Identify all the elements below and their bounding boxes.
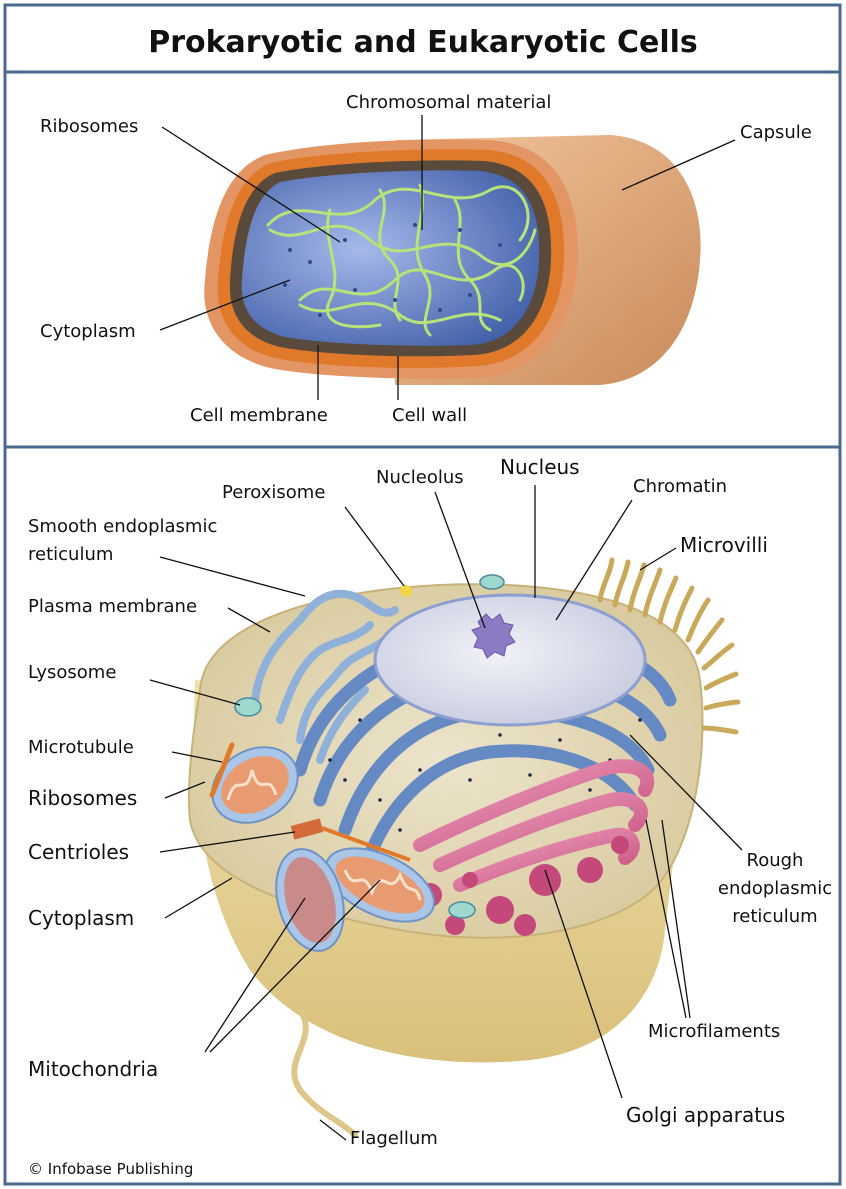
label-plasma-membrane: Plasma membrane xyxy=(28,596,197,617)
label-capsule: Capsule xyxy=(740,122,812,143)
label-rough-er-line1: Rough xyxy=(747,850,804,871)
prokaryote-cytoplasm-shape xyxy=(242,170,539,345)
label-smooth-er-line2: reticulum xyxy=(28,544,113,565)
label-smooth-er-line1: Smooth endoplasmic xyxy=(28,516,217,537)
vesicle-top xyxy=(480,575,504,589)
label-nucleolus: Nucleolus xyxy=(376,467,464,488)
label-mitochondria: Mitochondria xyxy=(28,1057,158,1081)
eukaryotic-cell xyxy=(189,560,738,1135)
leader-peroxisome xyxy=(345,507,404,586)
label-rough-er-line3: reticulum xyxy=(732,906,817,927)
label-microfilaments: Microfilaments xyxy=(648,1021,780,1042)
peroxisome-shape xyxy=(400,585,412,597)
label-cell-wall: Cell wall xyxy=(392,405,467,426)
leader-microvilli xyxy=(640,548,676,570)
publisher-credit: © Infobase Publishing xyxy=(28,1160,193,1178)
label-nucleus: Nucleus xyxy=(500,455,580,479)
label-cell-membrane: Cell membrane xyxy=(190,405,328,426)
label-lysosome: Lysosome xyxy=(28,662,116,683)
prokaryotic-cell xyxy=(204,135,700,385)
page-title: Prokaryotic and Eukaryotic Cells xyxy=(148,25,698,60)
label-rough-er-line2: endoplasmic xyxy=(718,878,832,899)
label-prokaryote-ribosomes: Ribosomes xyxy=(40,116,138,137)
label-prokaryote-cytoplasm: Cytoplasm xyxy=(40,321,136,342)
lysosome-shape xyxy=(235,698,261,716)
leader-smooth-er xyxy=(160,557,305,596)
label-microtubule: Microtubule xyxy=(28,737,134,758)
label-chromatin: Chromatin xyxy=(633,476,727,497)
label-microvilli: Microvilli xyxy=(680,533,768,557)
vesicle-bottom xyxy=(449,902,475,918)
label-centrioles: Centrioles xyxy=(28,840,129,864)
label-golgi-apparatus: Golgi apparatus xyxy=(626,1103,785,1127)
label-eukaryote-ribosomes: Ribosomes xyxy=(28,786,137,810)
label-peroxisome: Peroxisome xyxy=(222,482,325,503)
nucleus-shape xyxy=(375,595,645,725)
label-chromosomal-material: Chromosomal material xyxy=(346,92,551,113)
label-eukaryote-cytoplasm: Cytoplasm xyxy=(28,906,134,930)
label-flagellum: Flagellum xyxy=(350,1128,438,1149)
